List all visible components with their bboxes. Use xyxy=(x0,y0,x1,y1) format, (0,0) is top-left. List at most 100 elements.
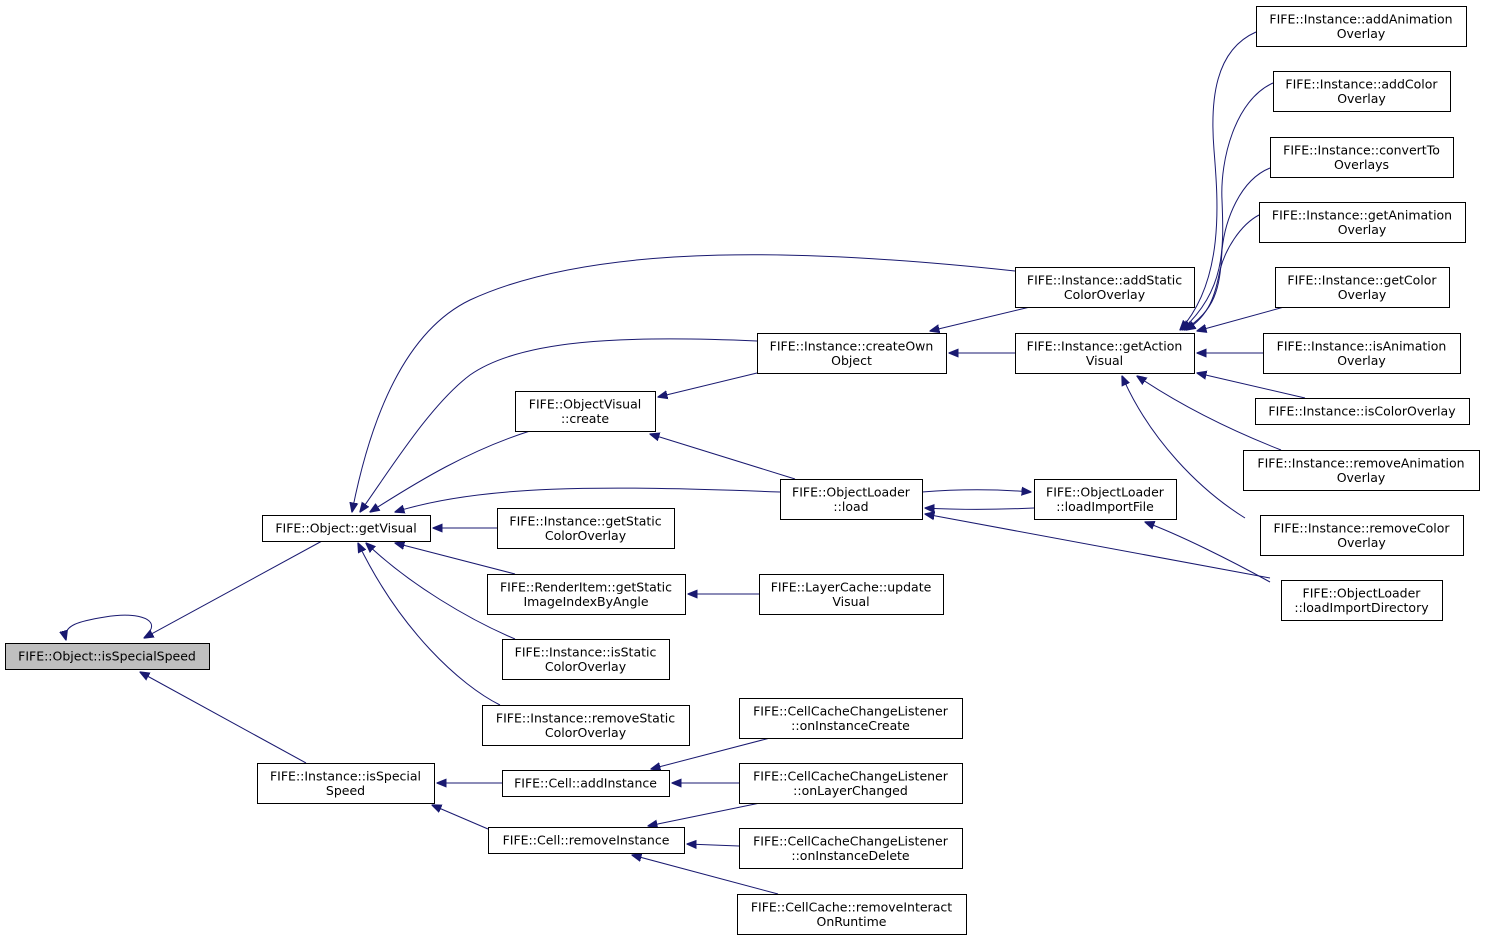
edge-n10-to-n2 xyxy=(366,543,516,640)
edge-n4-to-n2 xyxy=(352,254,1016,512)
node-label: ::onLayerChanged xyxy=(793,783,908,798)
graph-node[interactable]: FIFE::Cell::addInstance xyxy=(502,770,670,797)
node-box xyxy=(1034,479,1177,520)
node-label: FIFE::Instance::getAction xyxy=(1027,338,1183,353)
graph-node[interactable]: FIFE::Instance::isColorOverlay xyxy=(1255,398,1470,425)
edge-n11-to-n2 xyxy=(358,543,501,706)
node-label: ::onInstanceDelete xyxy=(791,848,910,863)
node-box xyxy=(1270,137,1454,178)
node-box xyxy=(482,705,690,746)
node-box xyxy=(502,770,670,797)
node-label: ::load xyxy=(833,499,868,514)
graph-node[interactable]: FIFE::Instance::isSpecialSpeed xyxy=(257,763,435,804)
node-label: FIFE::CellCache::removeInteract xyxy=(751,899,952,914)
graph-node[interactable]: FIFE::CellCacheChangeListener::onLayerCh… xyxy=(739,763,963,804)
node-label: Object xyxy=(831,353,872,368)
edge-n27-to-n25 xyxy=(651,737,771,769)
graph-node[interactable]: FIFE::ObjectLoader::loadImportFile xyxy=(1034,479,1177,520)
node-label: Overlay xyxy=(1337,91,1386,106)
node-box xyxy=(739,698,963,739)
edge-n28-to-n26 xyxy=(648,802,761,826)
edge-n19-to-n12 xyxy=(1186,214,1260,330)
node-label: FIFE::CellCacheChangeListener xyxy=(753,703,949,718)
node-label: Overlays xyxy=(1334,157,1389,172)
node-label: FIFE::Instance::removeAnimation xyxy=(1257,455,1464,470)
graph-node[interactable]: FIFE::Object::getVisual xyxy=(262,515,431,542)
graph-node[interactable]: FIFE::RenderItem::getStaticImageIndexByA… xyxy=(487,574,686,615)
node-label: FIFE::Object::getVisual xyxy=(275,521,416,536)
edge-n7-to-n6 xyxy=(650,434,796,480)
edge-n12-to-n4 xyxy=(930,306,1031,331)
graph-nodes: FIFE::Object::isSpecialSpeed FIFE::Object… xyxy=(5,6,1480,935)
node-box xyxy=(1260,515,1464,556)
graph-node[interactable]: FIFE::CellCacheChangeListener::onInstanc… xyxy=(739,828,963,869)
edge-n26-to-n3 xyxy=(432,805,489,830)
edge-n13-to-n7 xyxy=(925,508,1035,510)
node-label: ColorOverlay xyxy=(1064,287,1146,302)
node-label: FIFE::ObjectVisual xyxy=(529,396,641,411)
node-label: FIFE::Instance::isAnimation xyxy=(1277,338,1447,353)
graph-node[interactable]: FIFE::CellCacheChangeListener::onInstanc… xyxy=(739,698,963,739)
edge-n1-to-n1 xyxy=(65,614,153,640)
node-box xyxy=(257,763,435,804)
edge-n17-to-n12 xyxy=(1182,82,1274,330)
node-box xyxy=(1259,202,1466,243)
edge-n6-to-n2 xyxy=(370,430,531,512)
node-label: Speed xyxy=(326,783,365,798)
node-label: ::create xyxy=(561,411,609,426)
graph-node[interactable]: FIFE::ObjectLoader::loadImportDirectory xyxy=(1281,580,1443,621)
graph-node[interactable]: FIFE::Cell::removeInstance xyxy=(488,827,685,854)
graph-edges xyxy=(65,31,1306,895)
graph-node[interactable]: FIFE::ObjectLoader::load xyxy=(780,479,923,520)
node-box xyxy=(1015,267,1195,308)
node-label: FIFE::Instance::addStatic xyxy=(1027,272,1182,287)
node-label: ::loadImportDirectory xyxy=(1294,600,1429,615)
node-label: Overlay xyxy=(1337,535,1386,550)
node-label: FIFE::Cell::removeInstance xyxy=(503,833,670,848)
edge-n22-to-n12 xyxy=(1197,373,1306,399)
edge-n16-to-n12 xyxy=(1180,31,1257,330)
node-box xyxy=(1281,580,1443,621)
node-box xyxy=(1275,267,1450,308)
node-label: Visual xyxy=(832,594,869,609)
node-label: ColorOverlay xyxy=(545,528,627,543)
node-label: ColorOverlay xyxy=(545,659,627,674)
node-box xyxy=(780,479,923,520)
edge-n5-to-n2 xyxy=(360,338,758,512)
edge-n3-to-n1 xyxy=(140,672,307,764)
edge-n23-to-n12 xyxy=(1137,376,1282,451)
edge-n20-to-n12 xyxy=(1197,306,1285,331)
node-label: Overlay xyxy=(1337,26,1386,41)
node-label: ImageIndexByAngle xyxy=(523,594,648,609)
node-box xyxy=(1263,333,1461,374)
node-label: FIFE::CellCacheChangeListener xyxy=(753,833,949,848)
node-label: FIFE::Instance::getColor xyxy=(1287,272,1437,287)
node-box xyxy=(1015,333,1195,374)
edge-n7-to-n2 xyxy=(395,487,781,512)
graph-node[interactable]: FIFE::ObjectVisual::create xyxy=(515,391,656,432)
node-box xyxy=(1273,71,1451,112)
node-label: Overlay xyxy=(1338,222,1387,237)
focus-node: FIFE::Object::isSpecialSpeed xyxy=(5,643,210,670)
edge-n14-to-n13 xyxy=(1145,522,1271,583)
node-label: FIFE::Instance::convertTo xyxy=(1283,142,1440,157)
node-box xyxy=(497,508,675,549)
edge-n7-to-n13 xyxy=(921,490,1031,492)
